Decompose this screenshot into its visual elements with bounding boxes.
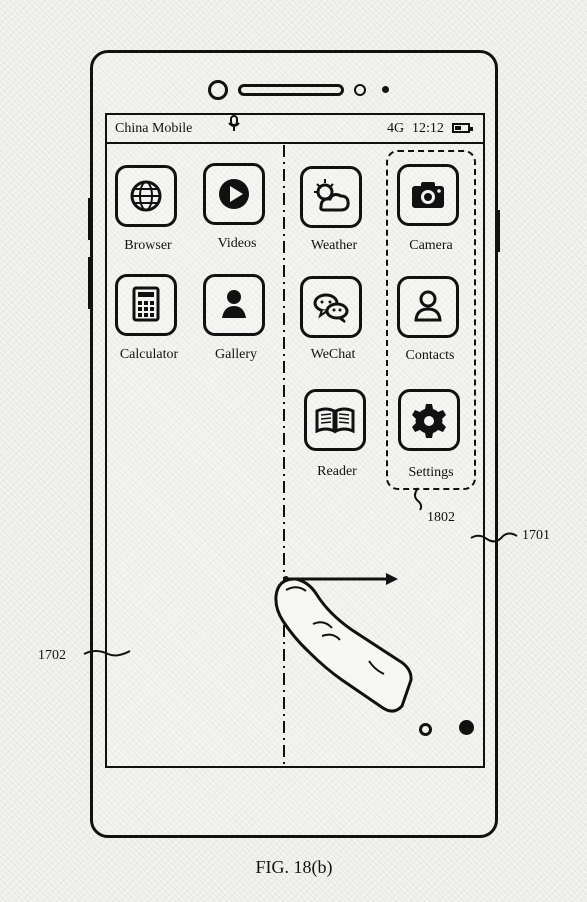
play-icon xyxy=(212,172,256,216)
status-bar-divider xyxy=(107,142,483,144)
reference-label-1702: 1702 xyxy=(38,648,66,663)
videos-app-label: Videos xyxy=(217,236,257,251)
camera-app[interactable] xyxy=(397,164,459,226)
screen-split-divider xyxy=(283,145,285,767)
contacts-app-label: Contacts xyxy=(405,348,455,363)
globe-icon xyxy=(124,174,168,218)
camera-icon xyxy=(406,173,450,217)
left-side-button-top xyxy=(88,198,93,240)
calculator-app[interactable] xyxy=(115,274,177,336)
gallery-app-label: Gallery xyxy=(215,347,257,362)
browser-app[interactable] xyxy=(115,165,177,227)
contact-icon xyxy=(406,285,450,329)
contacts-app[interactable] xyxy=(397,276,459,338)
reader-app[interactable] xyxy=(304,389,366,451)
videos-app[interactable] xyxy=(203,163,265,225)
figure-caption: FIG. 18(b) xyxy=(255,857,333,877)
left-side-button-bottom xyxy=(88,257,93,309)
microphone-icon xyxy=(227,115,241,136)
reference-leader-1802 xyxy=(414,487,423,511)
proximity-sensor xyxy=(354,84,366,96)
right-side-button xyxy=(495,210,500,252)
reference-leader-1701 xyxy=(470,532,518,543)
browser-app-label: Browser xyxy=(124,238,172,253)
reference-label-1701: 1701 xyxy=(522,528,550,543)
battery-icon xyxy=(452,123,473,133)
wechat-app-label: WeChat xyxy=(310,347,356,362)
phone-frame xyxy=(90,50,498,838)
carrier-label: China Mobile xyxy=(115,121,193,136)
weather-app-label: Weather xyxy=(310,238,358,253)
chat-icon xyxy=(309,285,353,329)
gallery-app[interactable] xyxy=(203,274,265,336)
home-circle-left xyxy=(419,723,432,736)
front-sensor xyxy=(208,80,228,100)
selected-app-group-outline xyxy=(386,150,476,490)
weather-app[interactable] xyxy=(300,166,362,228)
finger-icon xyxy=(274,577,413,713)
gear-icon xyxy=(407,398,451,442)
time-label: 12:12 xyxy=(412,121,444,136)
network-label: 4G xyxy=(387,121,405,136)
settings-app-label: Settings xyxy=(408,465,454,480)
wechat-app[interactable] xyxy=(300,276,362,338)
reference-label-1802: 1802 xyxy=(427,510,455,525)
book-icon xyxy=(313,398,357,442)
person-icon xyxy=(212,283,256,327)
calculator-app-label: Calculator xyxy=(119,347,179,362)
reference-leader-1702 xyxy=(83,650,131,657)
camera-app-label: Camera xyxy=(409,238,453,253)
earpiece-speaker xyxy=(238,84,344,96)
reader-app-label: Reader xyxy=(317,464,357,479)
battery-level-fill xyxy=(455,126,461,130)
calculator-icon xyxy=(124,283,168,327)
front-camera-dot xyxy=(382,86,389,93)
arrow-right-icon xyxy=(283,573,398,585)
weather-icon xyxy=(309,175,353,219)
settings-app[interactable] xyxy=(398,389,460,451)
home-dot-right xyxy=(459,720,474,735)
